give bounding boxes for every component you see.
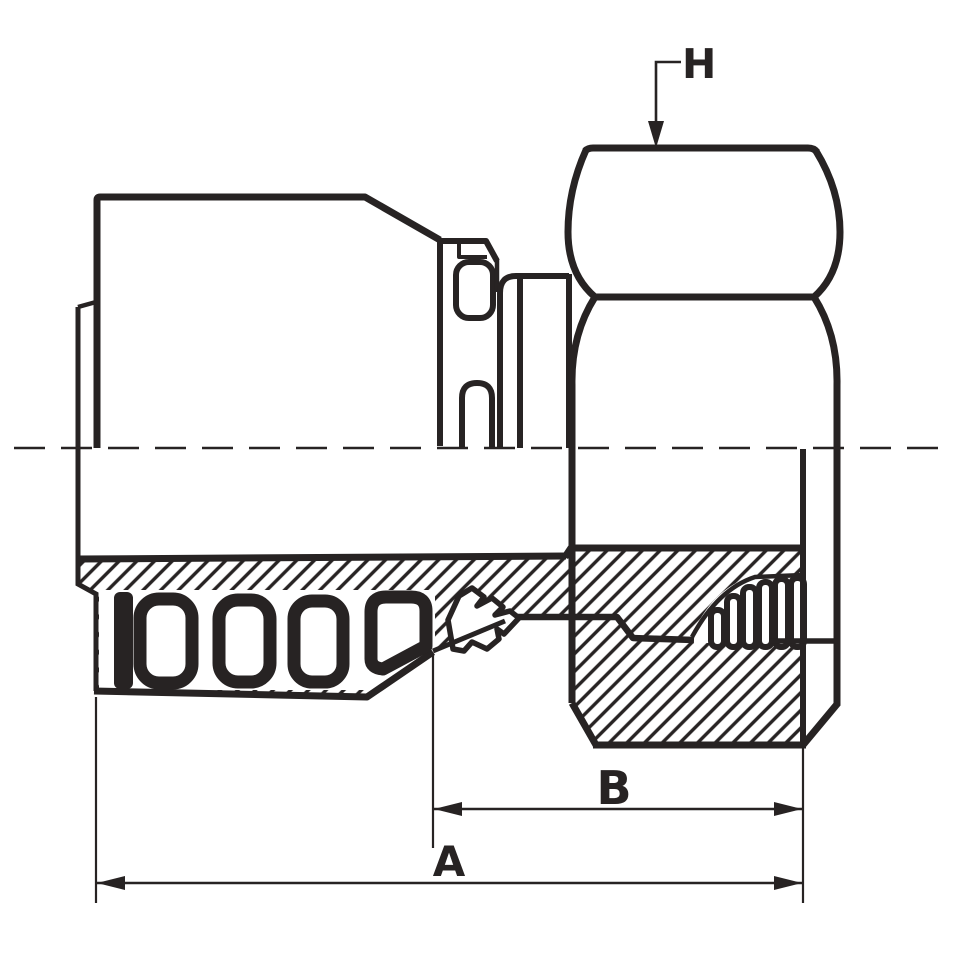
nut-left-lower-arc [568, 295, 598, 448]
b-arrowhead-left-icon [434, 802, 462, 816]
collar-inner-step [457, 241, 487, 259]
ferrule-bottom-edge [93, 649, 435, 701]
nut-bottom-left-chamfer [568, 701, 600, 747]
hose-top-edge [77, 299, 97, 310]
thread-crest-bar [724, 593, 743, 650]
a-arrowhead-left-icon [97, 876, 125, 890]
hose-outer-edge [75, 307, 99, 691]
label-h: H [682, 40, 716, 88]
ferrule-section-top-edge [77, 552, 567, 563]
crimp-window [212, 593, 277, 689]
label-a: A [433, 837, 466, 886]
nut-top-edge [582, 144, 820, 155]
thread-root-curve [690, 572, 804, 639]
crimp-bead-bar [114, 592, 133, 689]
thread-crest-bar [756, 579, 775, 650]
swivel-nut [562, 144, 844, 749]
ferrule-tail-inner-edge [432, 618, 506, 654]
nut-section-top-edge [562, 544, 803, 559]
a-arrowhead-right-icon [774, 876, 802, 890]
crimp-window [287, 594, 350, 689]
nipple-step-line [517, 613, 695, 644]
h-arrowhead-icon [648, 121, 664, 148]
thread-crest-bar [708, 607, 727, 650]
crimp-ferrule [77, 193, 695, 701]
collar-shoulder [497, 273, 569, 448]
nut-right-barrel-arc [811, 149, 844, 300]
nut-right-lower-arc [811, 295, 841, 448]
collar-detail [440, 238, 572, 448]
crimp-window [133, 592, 199, 690]
h-leader-line [654, 60, 681, 136]
collar-step-edge [440, 238, 500, 263]
h-callout: H [648, 40, 716, 148]
b-arrowhead-right-icon [774, 802, 802, 816]
dimension-a: A [94, 697, 802, 903]
retaining-ring-groove [453, 259, 496, 321]
ferrule-outline-top [93, 193, 442, 448]
label-b: B [596, 761, 631, 815]
hose-end [75, 299, 99, 691]
thread-crest-bar [740, 584, 759, 650]
crimp-window-chamfered [364, 590, 433, 676]
thread-crest-bar [772, 576, 791, 650]
groove-lower-arc [459, 380, 495, 448]
dimension-b: B [431, 655, 805, 903]
nut-left-barrel-arc [564, 148, 598, 300]
nut-bottom-right-chamfer [800, 700, 841, 748]
